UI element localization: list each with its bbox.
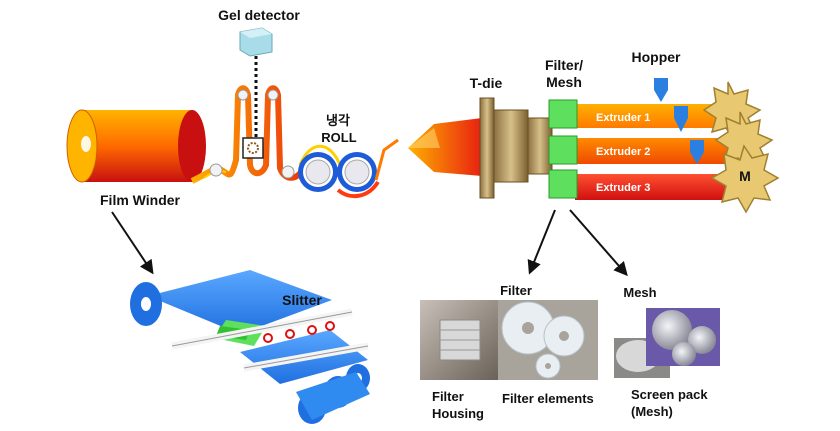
filter-label: Filter [500,283,532,298]
filter-mesh-blocks [548,99,578,199]
filter-elements-photo [498,300,598,380]
motor-label: M [739,168,751,184]
mesh-label: Mesh [623,285,656,300]
hoppers [654,78,704,164]
film-winder-roll [66,109,206,183]
cooling-rolls [298,138,399,199]
extruder-2-label: Extruder 2 [596,146,650,158]
hopper-label: Hopper [632,49,682,65]
filter-elements-label: Filter elements [502,391,594,406]
slitter-illustration [130,270,370,424]
extruder-3-label: Extruder 3 [596,182,650,194]
extruders [575,104,735,200]
extruder-1-label: Extruder 1 [596,112,650,124]
motor-gears [702,81,780,214]
film-winder-label: Film Winder [100,192,181,208]
guide-roller [209,163,223,177]
slitter-label: Slitter [282,292,322,308]
cooling-label: 냉각 [326,113,350,128]
filter-housing-photo [420,300,498,380]
filter-housing-label-2: Housing [432,406,484,421]
screen-pack-label-1: Screen pack [631,387,708,402]
guide-roller [267,89,279,101]
guide-roller [281,165,295,179]
screen-pack-photo [614,308,720,378]
filter-mesh-label-2: Mesh [546,74,582,90]
gel-detector-label: Gel detector [218,7,300,23]
filter-housing-label-1: Filter [432,389,464,404]
guide-roller [237,89,249,101]
flow-arrows [111,209,628,277]
screen-pack-label-2: (Mesh) [631,404,673,419]
gel-detector [239,27,273,159]
roll-label: ROLL [321,130,356,145]
t-die-label: T-die [470,75,503,91]
filter-mesh-label-1: Filter/ [545,57,583,73]
t-die [408,97,553,199]
